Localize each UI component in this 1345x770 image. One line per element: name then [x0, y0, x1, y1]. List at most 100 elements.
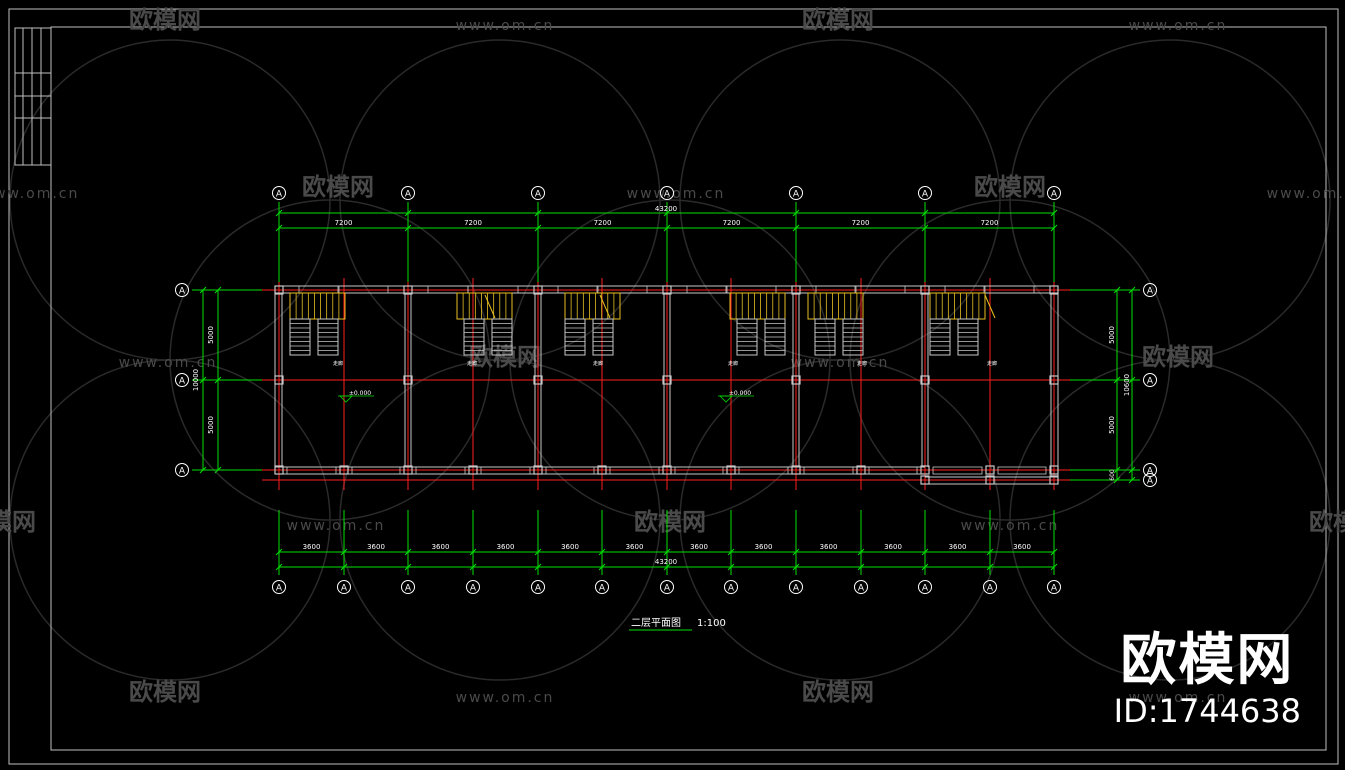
dimension-segment-bottom: 3600 [561, 543, 579, 551]
axis-bubble-label: A [1147, 287, 1154, 297]
axis-bubble [531, 186, 545, 200]
labels: 走廊走廊走廊走廊走廊走廊±0.000±0.000 [333, 360, 997, 403]
window [480, 466, 531, 475]
dimension-segment-left: 5000 [207, 416, 215, 434]
drawing-frame [8, 8, 1339, 765]
axis-bubble [918, 186, 932, 200]
elevation-label: ±0.000 [729, 390, 751, 397]
dimension-segment-bottom: 3600 [820, 543, 838, 551]
column [920, 465, 930, 475]
dimension-tick [404, 224, 412, 232]
dimension-segment-right: 600 [1109, 469, 1116, 481]
dimension-segment-right: 5000 [1108, 326, 1116, 344]
watermark-circle [849, 199, 1171, 521]
column [662, 465, 672, 475]
dimension-total-bottom: 43200 [655, 558, 677, 566]
window [983, 285, 1035, 294]
axis-bubble-label: A [599, 584, 606, 594]
watermark-site-small: www.om.cn [1129, 18, 1228, 34]
column [791, 285, 801, 295]
watermark-circle [169, 199, 491, 521]
window [997, 466, 1047, 475]
column [468, 465, 478, 475]
watermark-site-small: www.om.cn [119, 355, 218, 371]
axis-bubble [401, 580, 415, 594]
window [854, 285, 906, 294]
dimension-tick [792, 563, 800, 571]
axis-bubble [466, 580, 480, 594]
dimension-tick [199, 286, 207, 294]
dimension-tick [727, 548, 735, 556]
column [1049, 465, 1059, 475]
axis-bubble-label: A [405, 190, 412, 200]
watermark-site-small: www.om.cn [1267, 186, 1345, 202]
column [920, 285, 930, 295]
dimension-segment-bottom: 3600 [303, 543, 321, 551]
window [351, 466, 401, 475]
watermark-brand-small: 欧模网 [974, 173, 1046, 201]
axis-bubble [660, 186, 674, 200]
column [533, 285, 543, 295]
stair-run [929, 292, 986, 320]
dimension-total-left: 10000 [192, 369, 200, 391]
dimension-tick [1113, 286, 1121, 294]
window [803, 466, 854, 475]
axis-bubble-label: A [179, 287, 186, 297]
axis-bubble-label: A [664, 190, 671, 200]
stair-run [729, 292, 786, 320]
axis-bubble-label: A [405, 584, 412, 594]
dimension-tick [199, 466, 207, 474]
window [868, 466, 918, 475]
title-block [14, 27, 52, 166]
axis-bubble-label: A [535, 190, 542, 200]
column [662, 375, 672, 385]
watermark-site-small: www.om.cn [456, 18, 555, 34]
window [337, 285, 389, 294]
axis-bubble [272, 580, 286, 594]
watermark-circles [9, 39, 1331, 681]
stair-break-line [599, 294, 611, 319]
axis-bubble [1047, 186, 1061, 200]
dimension-tick [986, 563, 994, 571]
column [1049, 285, 1059, 295]
room-label: 走廊 [333, 360, 343, 367]
room-label: 走廊 [467, 360, 477, 367]
dimension-tick [275, 548, 283, 556]
stair-break-line [484, 294, 496, 319]
dimension-tick [663, 563, 671, 571]
column [403, 375, 413, 385]
column [597, 465, 607, 475]
axis-bubble-label: A [179, 467, 186, 477]
dimension-tick [534, 224, 542, 232]
dimension-tick [340, 548, 348, 556]
dimension-tick [792, 224, 800, 232]
dimension-tick [1050, 209, 1058, 217]
column [791, 465, 801, 475]
axis-bubble [1047, 580, 1061, 594]
axis-bubble-label: A [276, 190, 283, 200]
axis-bubble [918, 580, 932, 594]
watermark-brand-small: 欧模网 [802, 6, 874, 34]
window [596, 285, 648, 294]
axis-bubble-label: A [664, 584, 671, 594]
dimension-segment-bottom: 3600 [690, 543, 708, 551]
column [985, 475, 995, 485]
dimension-segment-bottom: 3600 [755, 543, 773, 551]
dimension-tick [1128, 376, 1136, 384]
stair-run [456, 292, 513, 320]
axis-bubble-label: A [987, 584, 994, 594]
elevation-label: ±0.000 [349, 390, 371, 397]
dimension-tick [727, 563, 735, 571]
watermark-site-small: www.om.cn [791, 355, 890, 371]
dimension-tick [214, 466, 222, 474]
dimension-total-top: 43200 [655, 205, 677, 213]
dimension-tick [1128, 466, 1136, 474]
window [415, 466, 466, 475]
stair-break-line [984, 294, 996, 319]
dimension-tick [214, 286, 222, 294]
dimension-tick [534, 548, 542, 556]
outer-border [8, 8, 1339, 765]
dimension-tick [921, 224, 929, 232]
